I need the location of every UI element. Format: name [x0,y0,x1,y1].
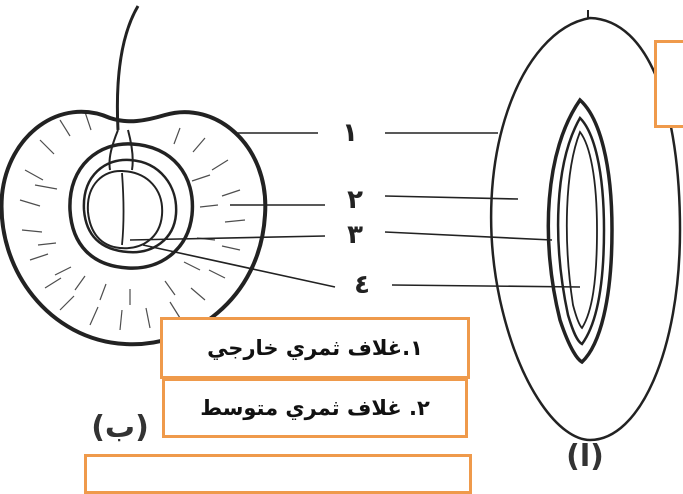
label-2: ٢ [347,185,363,215]
seed [88,171,162,248]
callout-exocarp: ١.غلاف ثمري خارجي [160,317,470,379]
left-fruit-cross-section [2,6,266,344]
figure-label-a: (ا) [566,439,604,470]
fruit-stem [117,6,138,130]
callout-mesocarp: ٢. غلاف ثمري متوسط [162,378,468,438]
seed-line [122,173,124,245]
label-3: ٣ [347,220,363,250]
exocarp-outline [2,112,266,344]
callout-exocarp-text: ١.غلاف ثمري خارجي [207,336,423,360]
stem-fibre [109,130,132,170]
figure-label-b: (ب) [91,410,149,445]
right-fruit-longitudinal [491,10,680,440]
callout-side [654,40,683,128]
outer-skin [491,18,680,440]
callout-mesocarp-text: ٢. غلاف ثمري متوسط [200,396,430,420]
label-4: ٤ [354,270,370,300]
callout-endocarp [84,454,472,494]
label-1: ١ [342,118,358,148]
seed-inner [567,132,597,328]
